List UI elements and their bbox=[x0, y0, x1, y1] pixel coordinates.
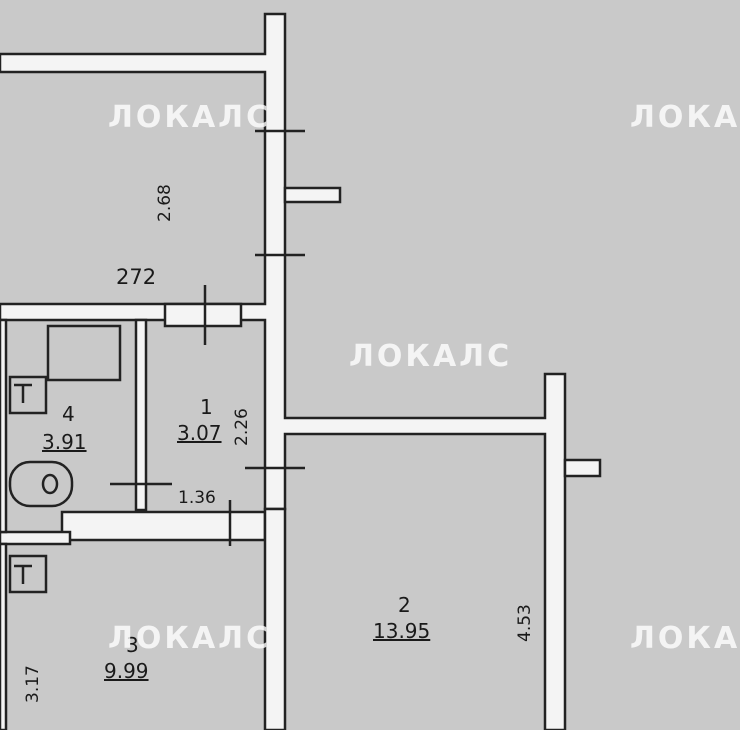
dim-label-6: 3.17 bbox=[23, 665, 43, 703]
dimension-labels: 2.68 272 2.26 1.36 4.53 3.17 bbox=[23, 184, 535, 703]
watermark-top-right: ЛОКАЛС bbox=[630, 100, 740, 135]
kitchen-sink-icon bbox=[8, 554, 48, 594]
bathroom-bottom-wall-left bbox=[0, 530, 72, 546]
bathroom-bottom-wall bbox=[60, 510, 267, 542]
bathtub-icon bbox=[46, 324, 122, 382]
watermark-bottom-right: ЛОКАЛС bbox=[630, 621, 740, 656]
dim-label-5: 4.53 bbox=[515, 604, 535, 642]
room-labels: 1 3.07 2 13.95 3 9.99 4 3.91 bbox=[42, 395, 430, 683]
wall-stub-upper bbox=[283, 186, 342, 204]
fixtures bbox=[8, 324, 122, 594]
watermark-top-left: ЛОКАЛС bbox=[108, 100, 271, 135]
room-2-number: 2 bbox=[398, 593, 411, 617]
room-3-number: 3 bbox=[126, 633, 139, 657]
room-2-area: 13.95 bbox=[373, 619, 430, 643]
room-1-number: 1 bbox=[200, 395, 213, 419]
room-1-area: 3.07 bbox=[177, 421, 222, 445]
sink-icon bbox=[8, 375, 48, 415]
dimension-ticks bbox=[110, 129, 305, 546]
dim-label-3: 2.26 bbox=[232, 408, 252, 446]
watermark-bottom-left: ЛОКАЛС bbox=[108, 621, 271, 656]
left-edge-wall-upper bbox=[0, 318, 8, 534]
wall-stub-right bbox=[563, 458, 602, 478]
dim-label-1: 2.68 bbox=[155, 184, 175, 222]
dim-label-2: 272 bbox=[116, 265, 156, 289]
watermark-center: ЛОКАЛС bbox=[349, 339, 512, 374]
partition-wall-top bbox=[163, 302, 243, 328]
room-4-number: 4 bbox=[62, 402, 75, 426]
room3-right-wall bbox=[263, 507, 287, 730]
dim-label-4: 1.36 bbox=[178, 488, 216, 508]
left-edge-wall-lower bbox=[0, 542, 8, 730]
watermarks: ЛОКАЛС ЛОКАЛС ЛОКАЛС ЛОКАЛС ЛОКАЛС bbox=[108, 100, 740, 656]
toilet-icon bbox=[8, 460, 74, 508]
room-4-area: 3.91 bbox=[42, 430, 87, 454]
partition-wall-4-1 bbox=[134, 318, 148, 512]
room-3-area: 9.99 bbox=[104, 659, 149, 683]
